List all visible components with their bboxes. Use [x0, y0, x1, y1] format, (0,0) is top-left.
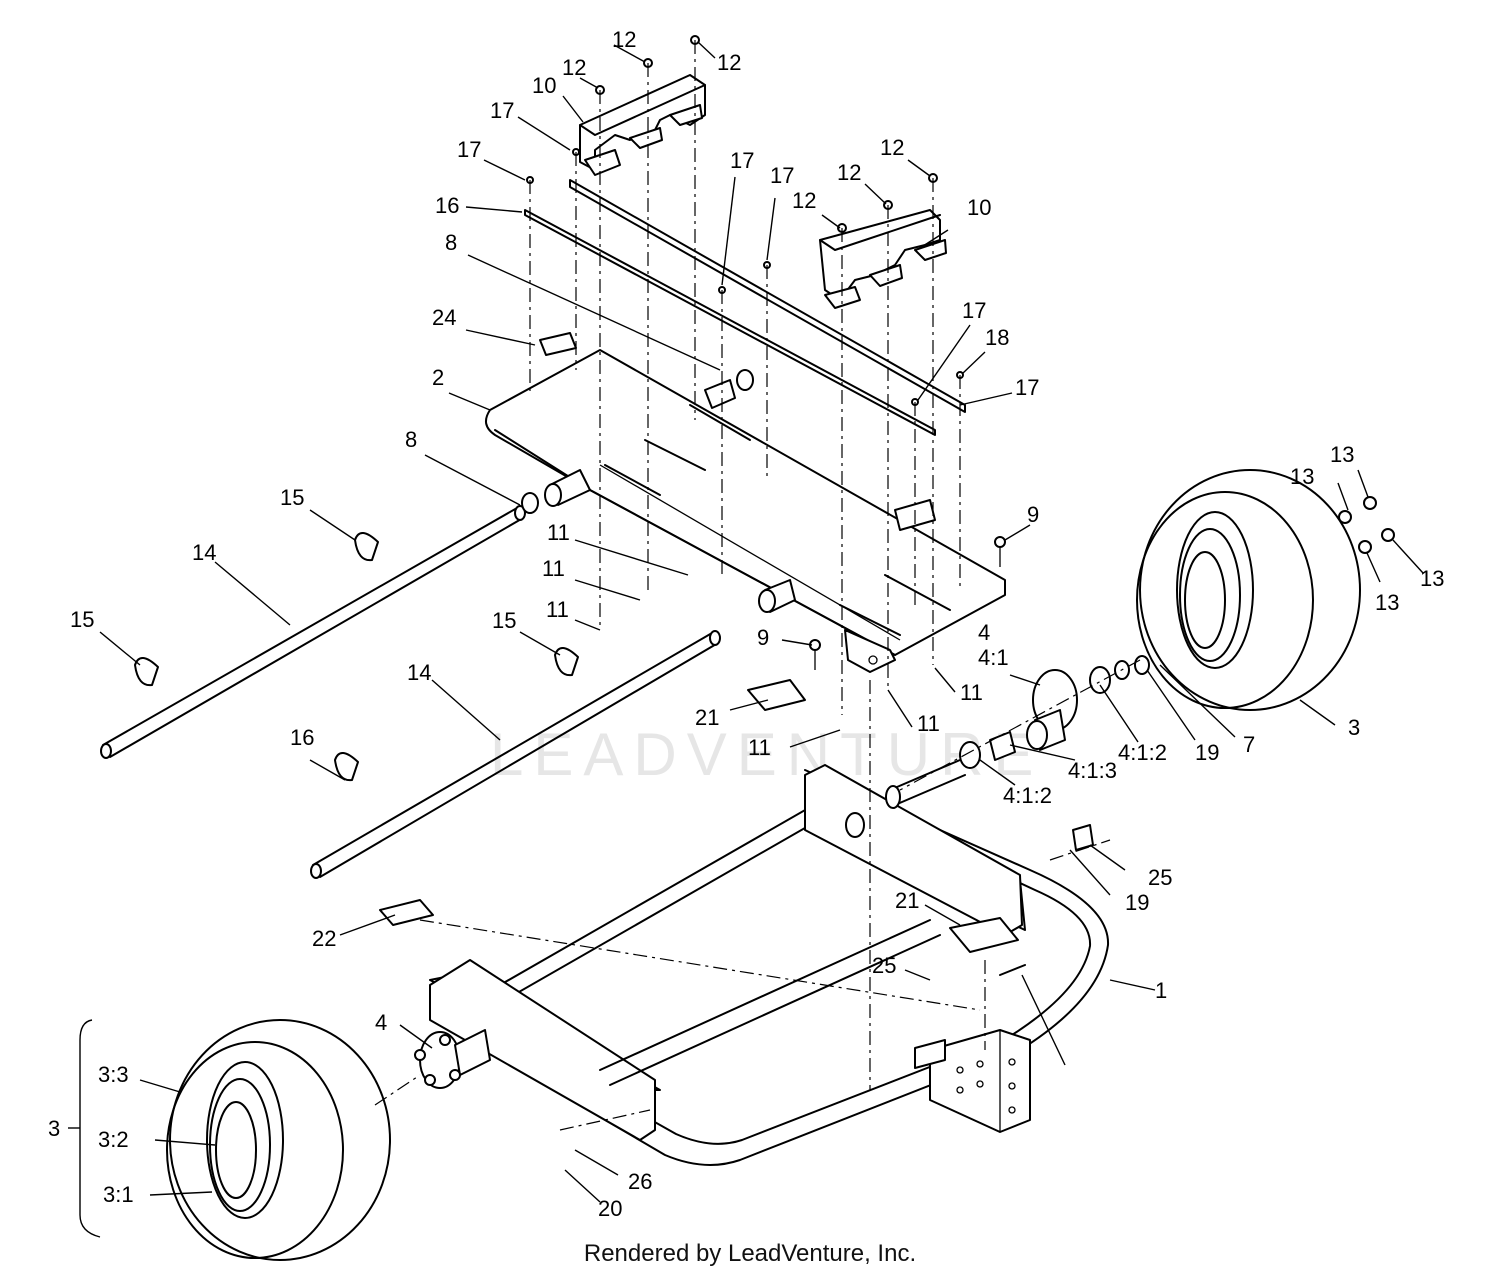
- callout-3-1: 3:1: [103, 1182, 134, 1207]
- callout-14: 14: [192, 540, 216, 565]
- callout-labels: 1 2 3 3 3:1 3:2 3:3 4 4 4:1 4:1:2 4:1:2 …: [48, 27, 1444, 1221]
- wheel-right: [1136, 469, 1361, 711]
- callout-12: 12: [717, 50, 741, 75]
- callout-4-1-2: 4:1:2: [1003, 783, 1052, 808]
- bracket-right: [819, 209, 947, 309]
- callout-13: 13: [1375, 590, 1399, 615]
- watermark-text: LEADVENTURE: [490, 721, 1043, 788]
- callout-11: 11: [546, 597, 569, 622]
- callout-12: 12: [612, 27, 636, 52]
- hairpin-clips: [134, 532, 579, 782]
- callout-9: 9: [757, 625, 769, 650]
- callout-3: 3: [1348, 715, 1360, 740]
- hub-right: [959, 655, 1150, 769]
- callout-11: 11: [748, 735, 771, 760]
- callout-24: 25: [872, 953, 896, 978]
- decals: [379, 332, 1094, 926]
- callout-17: 17: [770, 163, 794, 188]
- callout-12: 12: [562, 55, 586, 80]
- rods: [100, 369, 754, 879]
- callout-21: 22: [312, 926, 336, 951]
- callout-12: 12: [792, 188, 816, 213]
- callout-18: 19: [1195, 740, 1219, 765]
- callout-17: 18: [985, 325, 1009, 350]
- callout-4-1-3: 4:1:3: [1068, 758, 1117, 783]
- callout-20: 21: [895, 888, 919, 913]
- callout-19: 19: [1125, 890, 1149, 915]
- leader-lines: [68, 41, 1424, 1238]
- callout-25: 25: [1148, 865, 1172, 890]
- callout-4-1: 4:1: [978, 645, 1009, 670]
- callout-11: 11: [547, 520, 570, 545]
- callout-8: 8: [445, 230, 457, 255]
- callout-17: 17: [457, 137, 481, 162]
- callout-9: 9: [1027, 502, 1039, 527]
- callout-15: 15: [280, 485, 304, 510]
- main-frame: [429, 759, 1110, 1166]
- callout-3-3: 3:3: [98, 1062, 129, 1087]
- callout-11: 11: [960, 680, 983, 705]
- callout-22: 24: [432, 305, 456, 330]
- callout-8: 8: [405, 427, 417, 452]
- callout-13: 13: [1330, 442, 1354, 467]
- callout-17: 17: [962, 298, 986, 323]
- callout-17: 17: [490, 98, 514, 123]
- callout-25: 26: [628, 1169, 652, 1194]
- callout-1: 1: [1155, 978, 1167, 1003]
- callout-11: 11: [917, 711, 940, 736]
- callout-12: 12: [880, 135, 904, 160]
- callout-10: 10: [967, 195, 991, 220]
- deck-plate: [485, 349, 1006, 673]
- callout-4: 4: [375, 1010, 387, 1035]
- callout-13: 13: [1420, 566, 1444, 591]
- assembly-lines: [374, 40, 1141, 1131]
- lug-nuts: [1338, 496, 1395, 554]
- callout-14: 14: [407, 660, 431, 685]
- callout-10: 10: [532, 73, 556, 98]
- callout-16: 16: [435, 193, 459, 218]
- hub-left: [414, 1029, 491, 1089]
- callout-3: 3: [48, 1116, 60, 1141]
- callout-2: 2: [432, 365, 444, 390]
- callout-19: 20: [598, 1196, 622, 1221]
- callout-16: 17: [1015, 375, 1039, 400]
- callout-11: 11: [542, 556, 565, 581]
- callout-17: 17: [730, 148, 754, 173]
- bracket-left: [579, 74, 706, 176]
- callout-12: 12: [837, 160, 861, 185]
- callout-15: 15: [70, 607, 94, 632]
- callout-7: 7: [1243, 732, 1255, 757]
- callout-21: 21: [695, 705, 719, 730]
- callout-4: 4: [978, 620, 990, 645]
- callout-4-1-2: 4:1:2: [1118, 740, 1167, 765]
- footer-credit: Rendered by LeadVenture, Inc.: [583, 1240, 917, 1267]
- wheel-left: [166, 1019, 391, 1261]
- callout-15: 16: [290, 725, 314, 750]
- callout-13: 13: [1290, 464, 1314, 489]
- callout-15: 15: [492, 608, 516, 633]
- callout-3-2: 3:2: [98, 1127, 129, 1152]
